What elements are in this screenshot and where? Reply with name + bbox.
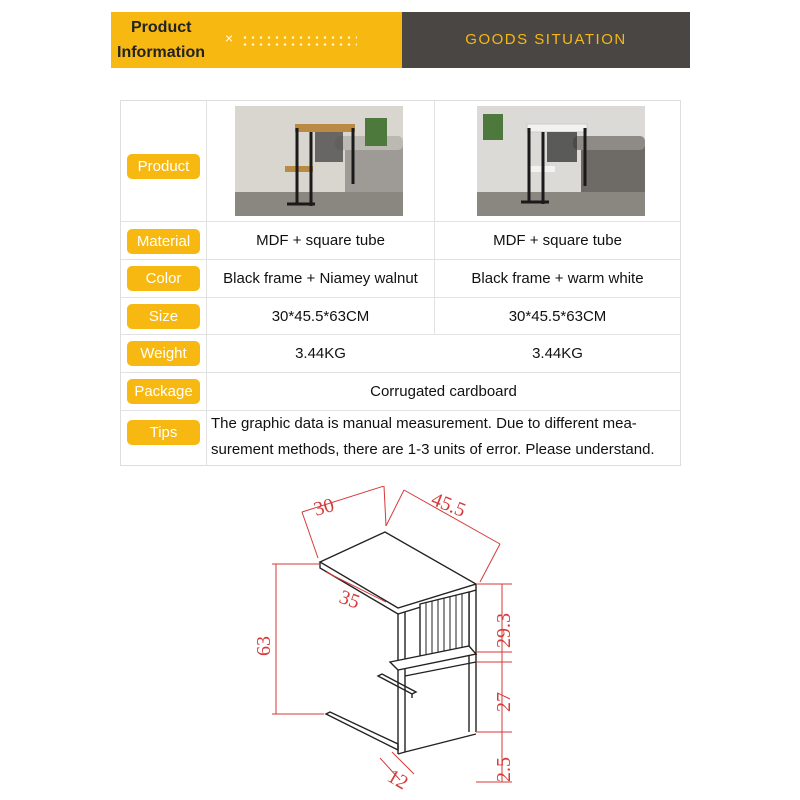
table-row-tips: Tips The graphic data is manual measurem… (121, 411, 680, 465)
weight-value-1: 3.44KG (295, 345, 346, 362)
product-info-table: Product (120, 100, 681, 466)
dim-depth-label: 45.5 (428, 488, 469, 522)
banner-title: Product Information (117, 15, 237, 65)
size-value-1: 30*45.5*63CM (271, 308, 370, 325)
banner-title-line1: Product (131, 19, 192, 36)
size-label: Size (127, 304, 200, 329)
weight-label: Weight (127, 341, 200, 366)
banner-left-panel: Product Information × (111, 12, 402, 68)
package-label: Package (127, 379, 200, 404)
table-row-product: Product (121, 101, 680, 222)
dim-width-label: 30 (311, 494, 336, 521)
dim-height-label: 63 (253, 636, 275, 656)
material-label: Material (127, 229, 200, 254)
dimension-diagram: 30 45.5 35 63 29.3 27 2.5 12 (253, 486, 515, 792)
banner-subtitle: GOODS SITUATION (465, 31, 627, 48)
tips-text: The graphic data is manual measurement. … (211, 411, 679, 463)
table-row-size: Size 30*45.5*63CM 30*45.5*63CM (121, 298, 680, 335)
color-value-2: Black frame + warm white (471, 270, 644, 287)
size-value-2: 30*45.5*63CM (508, 308, 607, 325)
material-value-2: MDF + square tube (493, 232, 622, 249)
banner-title-line2: Information (117, 44, 205, 61)
tips-line-2: surement methods, there are 1-3 units of… (211, 441, 655, 458)
product-label: Product (127, 154, 200, 179)
banner-separator: × (225, 30, 234, 46)
walnut-side-table-photo-icon (235, 106, 403, 216)
variant-column-divider (434, 101, 435, 335)
banner-dots-decoration (241, 34, 357, 48)
label-column-divider (206, 101, 207, 465)
side-table-line-drawing (318, 531, 478, 755)
dim-lower-shelf-label: 27 (493, 692, 515, 712)
package-value: Corrugated cardboard (370, 383, 517, 400)
weight-value-2: 3.44KG (532, 345, 583, 362)
banner-right-panel: GOODS SITUATION (402, 12, 690, 68)
tips-label: Tips (127, 420, 200, 445)
table-row-color: Color Black frame + Niamey walnut Black … (121, 260, 680, 298)
dimension-lines (272, 486, 512, 783)
header-banner: Product Information × GOODS SITUATION (111, 12, 690, 68)
color-label: Color (127, 266, 200, 291)
dim-base-label: 2.5 (493, 757, 515, 782)
tips-line-1: The graphic data is manual measurement. … (211, 415, 637, 432)
table-row-material: Material MDF + square tube MDF + square … (121, 222, 680, 260)
dim-foot-label: 12 (384, 765, 412, 792)
material-value-1: MDF + square tube (256, 232, 385, 249)
color-value-1: Black frame + Niamey walnut (223, 270, 418, 287)
table-row-package: Package Corrugated cardboard (121, 373, 680, 411)
table-row-weight: Weight 3.44KG 3.44KG (121, 335, 680, 373)
white-side-table-photo-icon (477, 106, 645, 216)
dim-upper-shelf-label: 29.3 (493, 613, 515, 648)
